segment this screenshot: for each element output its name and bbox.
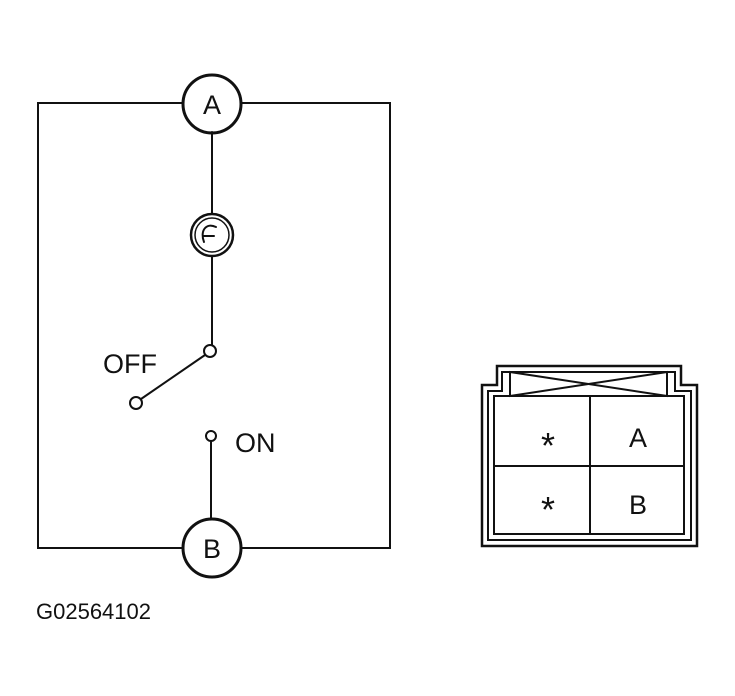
connector-cell-bottom-right: B — [629, 490, 647, 520]
connector-face — [480, 364, 699, 548]
indicator-lamp — [189, 212, 235, 258]
switch-lever-tip — [129, 396, 143, 410]
connector-housing-inner — [487, 371, 692, 541]
switch-on-contact — [205, 430, 217, 442]
off-label: OFF — [103, 349, 157, 379]
terminal-b-label: B — [203, 534, 221, 564]
figure-id: G02564102 — [36, 599, 151, 624]
terminal-b-circle — [181, 517, 243, 579]
connector-cell-bottom-left: * — [541, 489, 555, 530]
connector-housing-outer — [480, 364, 699, 548]
switch-upper-contact — [203, 344, 217, 358]
terminal-a-label: A — [203, 90, 221, 120]
connector-latch — [508, 370, 669, 398]
outer-loop-wire — [37, 102, 391, 549]
connector-cell-top-right: A — [629, 423, 647, 453]
switch-schematic — [37, 73, 391, 579]
switch-lever — [140, 354, 206, 400]
connector-cell-top-left: * — [541, 425, 555, 466]
terminal-a-circle — [181, 73, 243, 135]
on-label: ON — [235, 428, 276, 458]
